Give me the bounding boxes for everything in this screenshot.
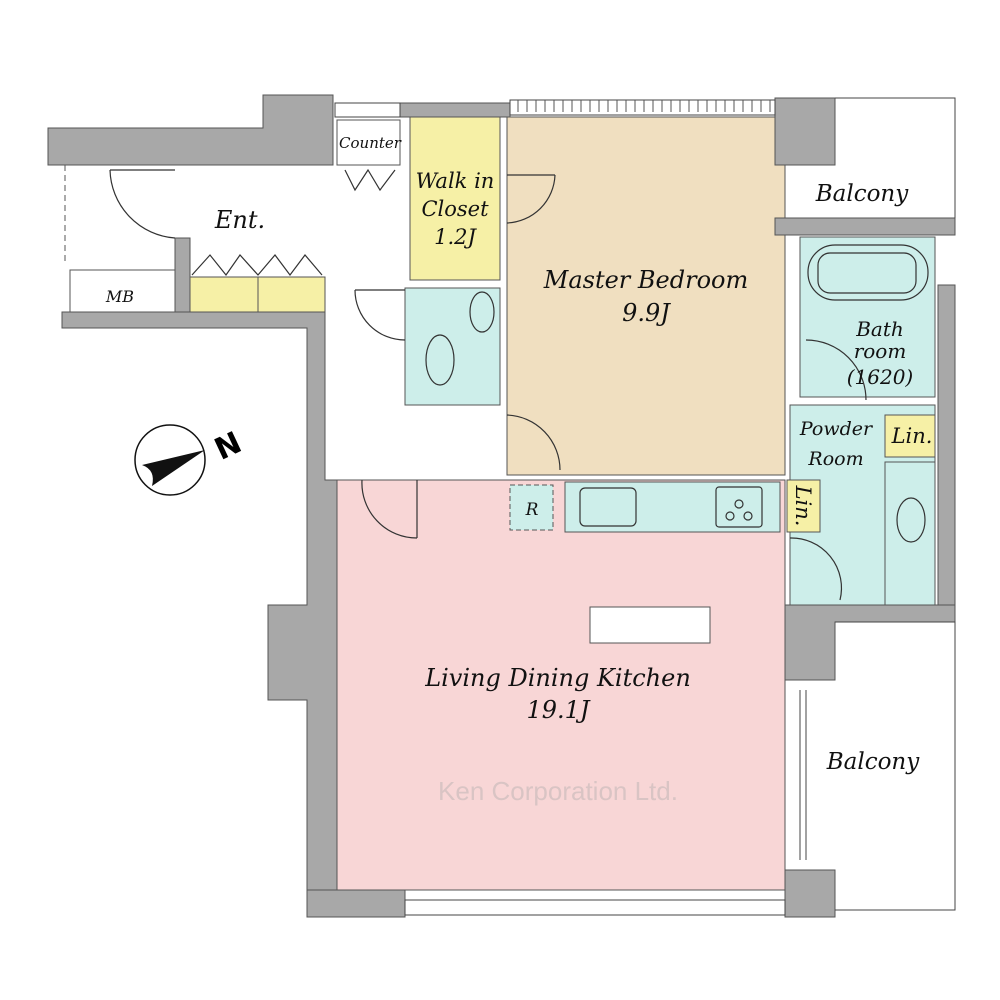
linen-2-label: Lin. <box>791 485 815 527</box>
walk-in-closet-size: 1.2J <box>434 225 477 249</box>
meter-box-label: MB <box>105 287 134 306</box>
bathroom-label: room <box>854 339 907 363</box>
master-bedroom-size: 9.9J <box>622 299 671 327</box>
refrigerator-label: R <box>525 500 539 520</box>
shoe-cabinet <box>257 276 326 313</box>
master-bedroom-area <box>506 116 786 476</box>
window <box>509 99 776 116</box>
linen-1-label: Lin. <box>891 424 933 448</box>
powder-room-label: Powder <box>799 418 874 440</box>
north-label: N <box>209 425 247 467</box>
balcony-top-label: Balcony <box>815 181 910 207</box>
linen-closet-1 <box>884 414 936 458</box>
counter-label: Counter <box>339 134 402 152</box>
north-arrow-icon <box>134 424 206 496</box>
bathroom-area <box>799 236 936 398</box>
walk-in-closet-area <box>409 116 501 281</box>
meter-box <box>69 269 176 313</box>
balcony-bottom-label: Balcony <box>826 749 921 775</box>
bathroom-label: Bath <box>855 317 904 341</box>
ldk-label: Living Dining Kitchen <box>424 664 691 692</box>
powder-room-label: Room <box>807 448 863 470</box>
kitchen-counter <box>564 481 781 533</box>
walk-in-closet-label: Closet <box>421 197 489 221</box>
toilet-area <box>404 287 501 406</box>
door-swings <box>109 168 867 601</box>
living-dining-kitchen-area <box>334 479 786 891</box>
kitchen-island <box>589 606 711 644</box>
window <box>404 899 786 916</box>
watermark: Ken Corporation Ltd. <box>438 776 678 806</box>
refrigerator-space <box>509 484 554 531</box>
fixtures <box>425 244 929 543</box>
vanity <box>884 461 936 606</box>
master-bedroom-label: Master Bedroom <box>543 266 748 294</box>
shoe-cabinet <box>189 276 259 313</box>
linen-closet-2 <box>786 479 821 533</box>
counter-area <box>336 119 401 166</box>
bathroom-size: (1620) <box>847 365 914 389</box>
walk-in-closet-label: Walk in <box>416 169 495 193</box>
ldk-size: 19.1J <box>526 696 590 724</box>
walls <box>47 94 956 918</box>
entrance-label: Ent. <box>214 206 265 234</box>
